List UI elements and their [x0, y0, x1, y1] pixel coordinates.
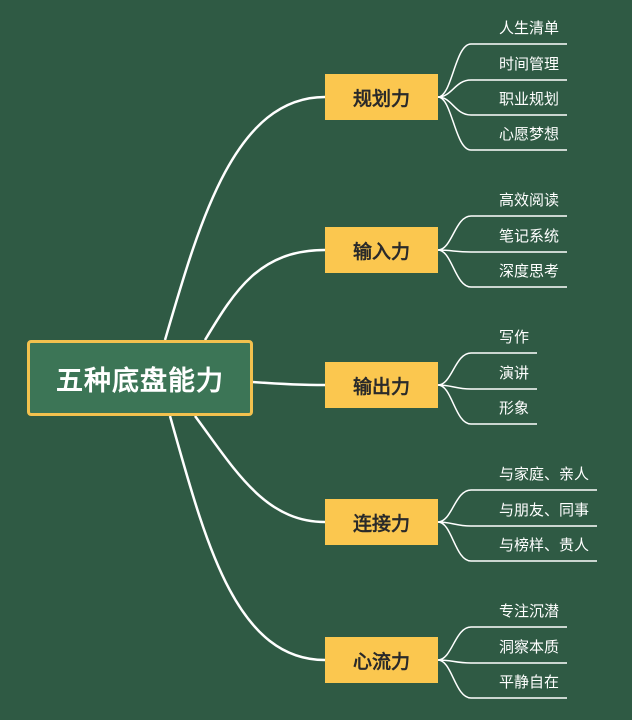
branch-node-planning[interactable]: 规划力: [325, 74, 438, 120]
leaf-node[interactable]: 写作: [499, 328, 530, 346]
branch-node-connection[interactable]: 连接力: [325, 499, 438, 545]
leaf-node[interactable]: 心愿梦想: [499, 125, 560, 143]
leaf-node[interactable]: 深度思考: [499, 262, 560, 280]
leaf-node[interactable]: 高效阅读: [499, 191, 560, 209]
leaf-node[interactable]: 平静自在: [499, 673, 560, 691]
leaf-connector: [437, 215, 472, 251]
leaf-node[interactable]: 洞察本质: [499, 638, 560, 656]
leaf-connector: [437, 626, 472, 661]
leaf-node[interactable]: 职业规划: [499, 90, 560, 108]
root-link-4: [193, 415, 326, 524]
leaf-node[interactable]: 与家庭、亲人: [499, 465, 590, 483]
branch-node-output[interactable]: 输出力: [325, 362, 438, 408]
leaf-node[interactable]: 专注沉潜: [499, 602, 560, 620]
root-link-3: [252, 380, 326, 387]
leaf-connector: [437, 96, 472, 151]
leaf-connector: [437, 352, 472, 386]
leaf-node[interactable]: 笔记系统: [499, 227, 560, 245]
leaf-connector: [437, 384, 472, 425]
branch-node-flow[interactable]: 心流力: [325, 637, 438, 683]
leaf-node[interactable]: 与朋友、同事: [499, 501, 590, 519]
leaf-connector: [437, 521, 472, 562]
root-link-1: [163, 95, 326, 341]
leaf-connector: [437, 249, 472, 288]
leaf-connector: [437, 79, 472, 98]
root-link-5: [168, 415, 326, 662]
root-node[interactable]: 五种底盘能力: [27, 340, 253, 416]
leaf-connector: [437, 659, 472, 699]
leaf-node[interactable]: 与榜样、贵人: [499, 536, 590, 554]
leaf-node[interactable]: 形象: [499, 399, 530, 417]
leaf-node[interactable]: 演讲: [499, 364, 530, 382]
leaf-connector: [437, 489, 472, 523]
leaf-connector: [437, 43, 472, 98]
leaf-node[interactable]: 时间管理: [499, 55, 560, 73]
root-link-2: [203, 248, 326, 341]
leaf-node[interactable]: 人生清单: [499, 19, 560, 37]
branch-node-input[interactable]: 输入力: [325, 227, 438, 273]
